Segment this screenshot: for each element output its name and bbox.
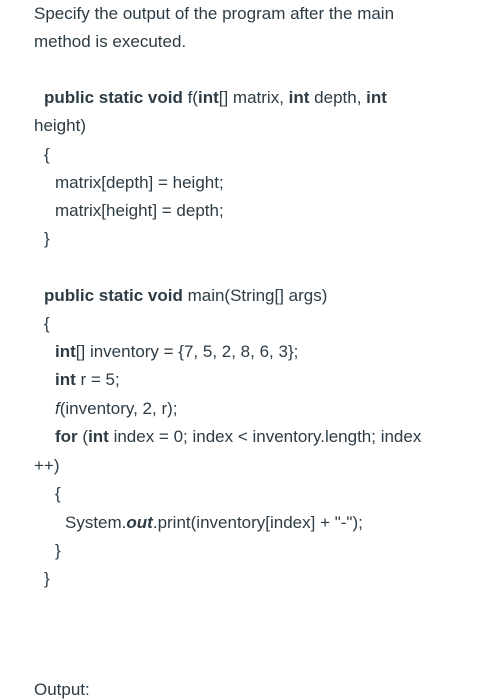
param-depth: depth, [309, 88, 367, 107]
call-f-name: f [55, 399, 60, 418]
main-for-line: for (int index = 0; index < inventory.le… [55, 427, 421, 447]
keyword-public-static-void: public static void [44, 88, 183, 107]
f-signature: public static void f(int[] matrix, int d… [44, 88, 387, 108]
keyword-int: int [197, 88, 219, 107]
main-open-brace: { [44, 314, 50, 333]
keyword-int: int [366, 88, 387, 107]
output-label: Output: [34, 680, 90, 699]
keyword-int: int [55, 370, 76, 389]
main-signature: public static void main(String[] args) [44, 286, 327, 306]
f-body-line-1: matrix[depth] = height; [55, 173, 224, 192]
print-suffix: .print(inventory[index] + "-"); [152, 513, 363, 532]
r-declaration: r = 5; [75, 370, 120, 389]
main-inventory-line: int[] inventory = {7, 5, 2, 8, 6, 3}; [55, 342, 298, 362]
for-paren: ( [77, 427, 89, 446]
print-line: System.out.print(inventory[index] + "-")… [65, 513, 363, 533]
for-condition: index = 0; index < inventory.length; ind… [108, 427, 422, 446]
param-matrix: [] matrix, [218, 88, 289, 107]
print-prefix: System. [65, 513, 127, 532]
main-close-brace: } [44, 569, 50, 588]
for-open-brace: { [55, 484, 61, 503]
question-text-line-1: Specify the output of the program after … [34, 4, 395, 23]
for-continuation: ++) [34, 456, 60, 475]
keyword-int: int [288, 88, 310, 107]
f-close-brace: } [44, 229, 50, 248]
keyword-int: int [88, 427, 109, 446]
f-signature-continuation: height) [34, 116, 86, 135]
inventory-declaration: [] inventory = {7, 5, 2, 8, 6, 3}; [75, 342, 299, 361]
question-text-line-2: method is executed. [34, 32, 187, 51]
keyword-public-static-void: public static void [44, 286, 183, 305]
f-body-line-2: matrix[height] = depth; [55, 201, 224, 220]
main-r-line: int r = 5; [55, 370, 120, 390]
keyword-int: int [55, 342, 76, 361]
main-call-line: f(inventory, 2, r); [55, 399, 178, 419]
f-open-brace: { [44, 145, 50, 164]
for-close-brace: } [55, 541, 61, 560]
keyword-for: for [55, 427, 78, 446]
f-name: f( [182, 88, 198, 107]
main-signature-rest: main(String[] args) [182, 286, 328, 305]
call-f-args: (inventory, 2, r); [59, 399, 178, 418]
print-out: out [126, 513, 153, 532]
